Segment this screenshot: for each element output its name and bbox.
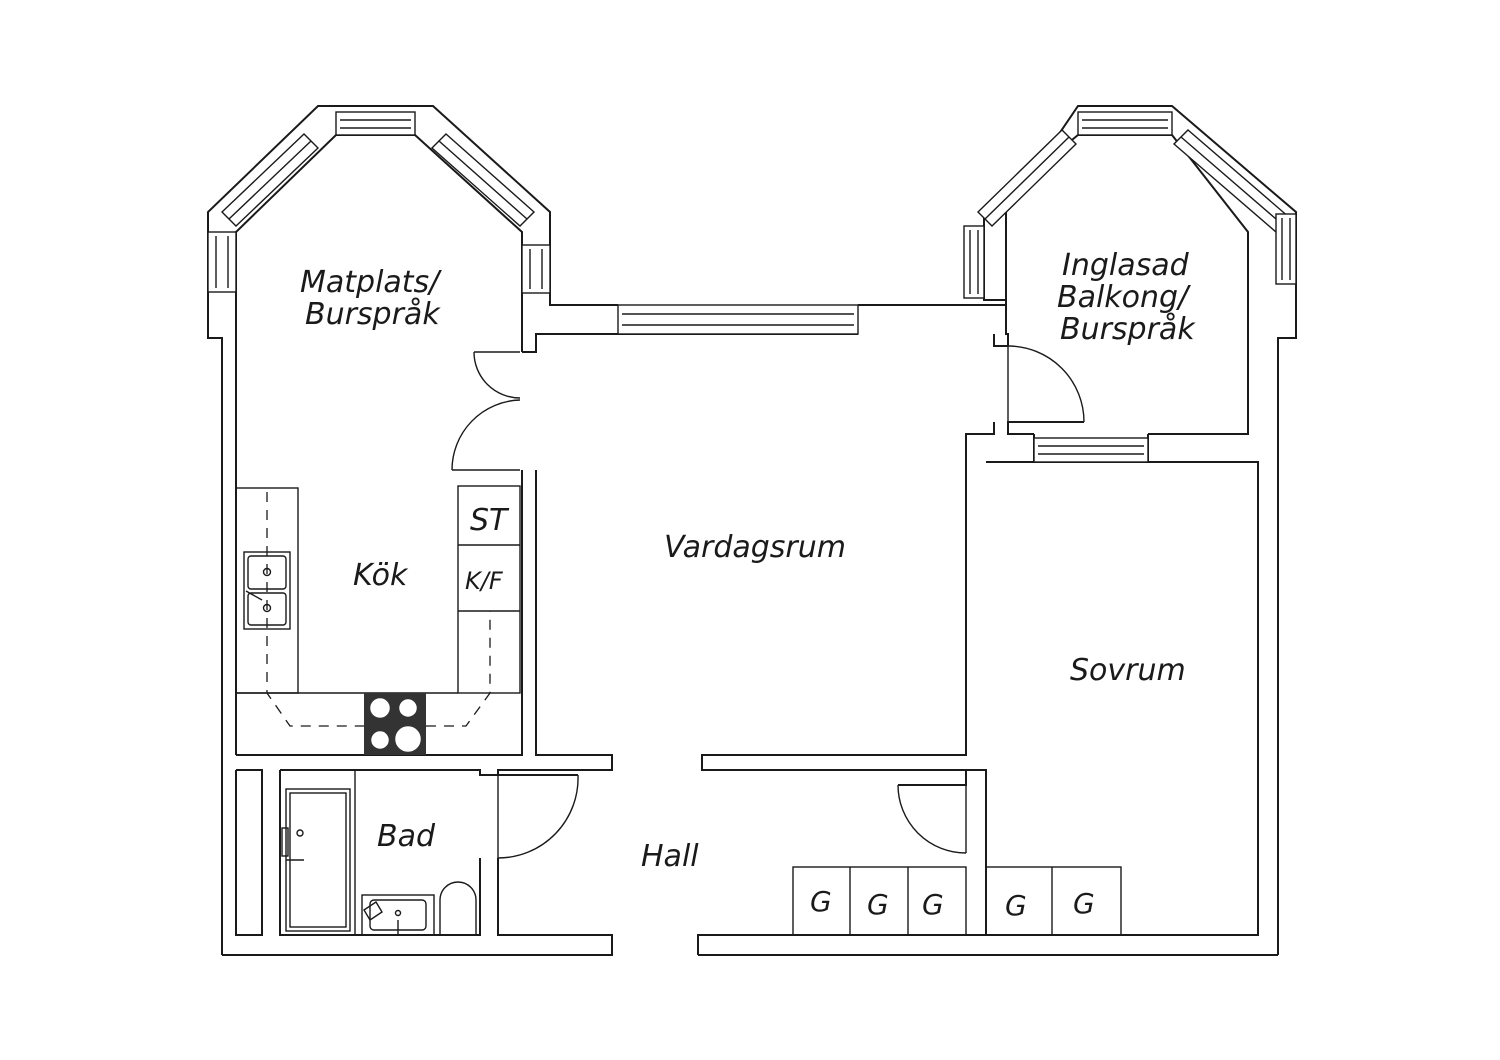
- wardrobe-label: G: [1005, 889, 1027, 922]
- room-label-balkong: Inglasad: [1062, 248, 1190, 283]
- wardrobe-label: G: [810, 885, 832, 918]
- windows: [207, 111, 1297, 463]
- appliance-label-st: ST: [470, 503, 510, 538]
- room-label-matplats: Matplats/: [300, 265, 442, 300]
- bathroom-fixtures: [281, 770, 477, 936]
- room-label-kok: Kök: [353, 558, 409, 593]
- room-label-matplats: Burspråk: [305, 297, 441, 332]
- wardrobes: G G G G G: [792, 866, 1122, 936]
- room-label-balkong: Balkong/: [1057, 280, 1191, 315]
- room-label-bad: Bad: [377, 819, 436, 854]
- room-label-balkong: Burspråk: [1060, 312, 1196, 347]
- room-label-vardagsrum: Vardagsrum: [664, 530, 846, 565]
- room-label-hall: Hall: [641, 839, 699, 874]
- room-label-sovrum: Sovrum: [1070, 653, 1186, 688]
- room-labels: Matplats/ Burspråk Inglasad Balkong/ Bur…: [300, 248, 1196, 874]
- appliance-label-kf: K/F: [465, 567, 504, 595]
- wardrobe-label: G: [922, 888, 944, 921]
- kitchen-fixtures: [235, 485, 521, 755]
- wardrobe-label: G: [867, 888, 889, 921]
- wardrobe-label: G: [1073, 887, 1095, 920]
- doors: [451, 345, 1085, 859]
